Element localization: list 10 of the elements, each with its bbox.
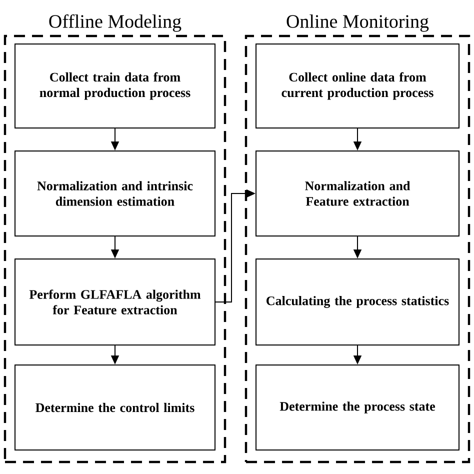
process-box: Normalization and Feature extraction	[256, 150, 460, 236]
process-box: Collect online data from current production process	[256, 44, 460, 128]
process-box: Normalization and intrinsic dimension estimation	[14, 150, 216, 236]
process-box: Perform GLFAFLA algorithm for Feature extraction	[14, 258, 216, 346]
process-box: Collect train data from normal production process	[14, 44, 216, 128]
process-box: Determine the process state	[256, 364, 460, 450]
group-title: Online Monitoring	[286, 14, 429, 32]
process-box: Calculating the process statistics	[256, 258, 460, 346]
process-box: Determine the control limits	[14, 364, 216, 450]
group-title: Offline Modeling	[49, 14, 182, 32]
